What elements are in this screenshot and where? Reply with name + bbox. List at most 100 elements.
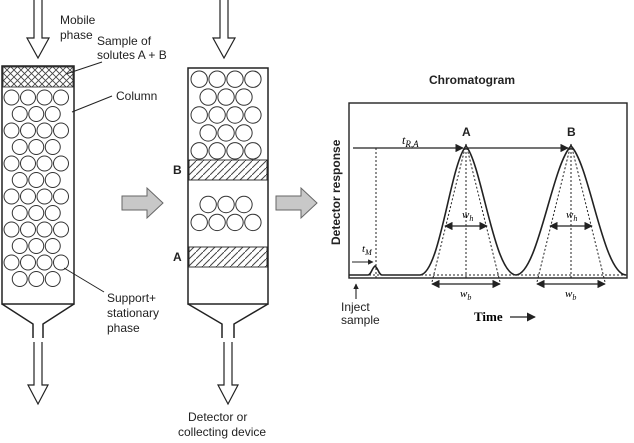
packing-bead <box>3 122 20 139</box>
packing-bead <box>208 142 226 160</box>
packing-bead <box>53 89 69 106</box>
chromatogram-frame <box>348 102 628 279</box>
packing-bead <box>36 188 53 205</box>
packing-bead <box>11 172 28 188</box>
packing-bead <box>235 124 253 142</box>
packing-bead <box>44 271 61 287</box>
packing-bead <box>20 221 36 238</box>
tangent-lines <box>349 143 627 283</box>
mobile-phase-label-2: phase <box>60 28 93 42</box>
packing-bead <box>36 89 53 106</box>
packing-bead <box>217 195 235 214</box>
down-arrow-icon <box>217 342 239 406</box>
packing-bead <box>20 122 36 139</box>
packing-bead <box>36 254 53 271</box>
packing-beads <box>3 89 69 287</box>
dead-time-label: tM <box>362 243 373 257</box>
packing-bead <box>11 238 28 254</box>
packing-bead <box>3 188 20 205</box>
packing-bead <box>199 195 217 214</box>
packing-bead <box>20 155 36 172</box>
packing-bead <box>53 254 69 271</box>
packing-bead <box>244 70 262 88</box>
column-label: Column <box>116 89 157 103</box>
packing-bead <box>226 213 244 232</box>
sample-label-2: solutes A + B <box>97 48 167 62</box>
packing-bead <box>28 271 45 287</box>
packing-bead <box>53 188 69 205</box>
y-axis-label: Detector response <box>329 139 343 245</box>
packing-bead <box>11 271 28 287</box>
packing-bead <box>190 106 208 124</box>
packing-bead <box>244 213 262 232</box>
packing-bead <box>44 139 61 155</box>
packing-bead <box>226 106 244 124</box>
packing-bead <box>11 106 28 122</box>
packing-bead <box>208 106 226 124</box>
packing-bead <box>36 155 53 172</box>
band-a <box>188 246 268 268</box>
sample-label-1: Sample of <box>97 34 152 48</box>
x-axis-label: Time <box>474 309 503 324</box>
support-leader <box>63 267 105 293</box>
packing-bead <box>190 142 208 160</box>
packing-bead <box>3 254 20 271</box>
column-leader <box>71 95 113 113</box>
packing-bead <box>53 122 69 139</box>
mobile-phase-label-1: Mobile <box>60 13 96 27</box>
packing-bead <box>235 88 253 106</box>
band-b-label: B <box>173 163 182 177</box>
packing-bead <box>20 188 36 205</box>
packing-bead <box>28 106 45 122</box>
packing-bead <box>36 122 53 139</box>
detector-label-1: Detector or <box>188 410 247 424</box>
packing-bead <box>20 89 36 106</box>
peak-a-label: A <box>462 125 471 139</box>
packing-bead <box>44 106 61 122</box>
packing-bead <box>20 254 36 271</box>
support-label-2: stationary <box>107 306 159 320</box>
column-outlet <box>187 303 269 338</box>
chromatogram-title: Chromatogram <box>429 73 515 87</box>
packing-bead <box>53 155 69 172</box>
half-width-a-label: wh <box>462 209 473 223</box>
packing-bead <box>3 89 20 106</box>
packing-bead <box>190 213 208 232</box>
sample-leader <box>65 61 103 75</box>
packing-bead <box>244 106 262 124</box>
down-arrow-icon <box>211 0 237 60</box>
packing-bead <box>208 213 226 232</box>
packing-bead <box>11 205 28 221</box>
packing-bead <box>217 88 235 106</box>
chromatogram: Chromatogram Detector response A B tR,A … <box>329 73 628 327</box>
support-label-3: phase <box>107 321 140 335</box>
sample-band <box>2 66 74 88</box>
packing-bead <box>3 221 20 238</box>
packing-bead <box>44 205 61 221</box>
packing-bead <box>235 195 253 214</box>
right-arrow-icon <box>275 186 318 220</box>
inject-label-1: Inject <box>341 300 370 314</box>
base-width-b-label: wb <box>565 288 576 302</box>
inject-label-2: sample <box>341 313 380 327</box>
packing-bead <box>226 70 244 88</box>
down-arrow-icon <box>27 342 49 406</box>
packing-bead <box>44 238 61 254</box>
packing-bead <box>44 172 61 188</box>
middle-column: B A Detector or collecting device <box>173 0 269 439</box>
retention-time-label: tR,A <box>402 133 419 149</box>
band-b <box>188 159 268 181</box>
packing-bead <box>226 142 244 160</box>
left-column: Mobile phase Sample of solutes A + B Col… <box>1 0 167 406</box>
packing-bead <box>53 221 69 238</box>
column-outlet <box>1 303 75 338</box>
packing-bead <box>3 155 20 172</box>
packing-bead <box>199 124 217 142</box>
packing-bead <box>208 70 226 88</box>
half-width-b-label: wh <box>566 209 577 223</box>
support-label-1: Support+ <box>107 291 156 305</box>
packing-bead <box>11 139 28 155</box>
packing-bead <box>36 221 53 238</box>
down-arrow-icon <box>25 0 51 60</box>
